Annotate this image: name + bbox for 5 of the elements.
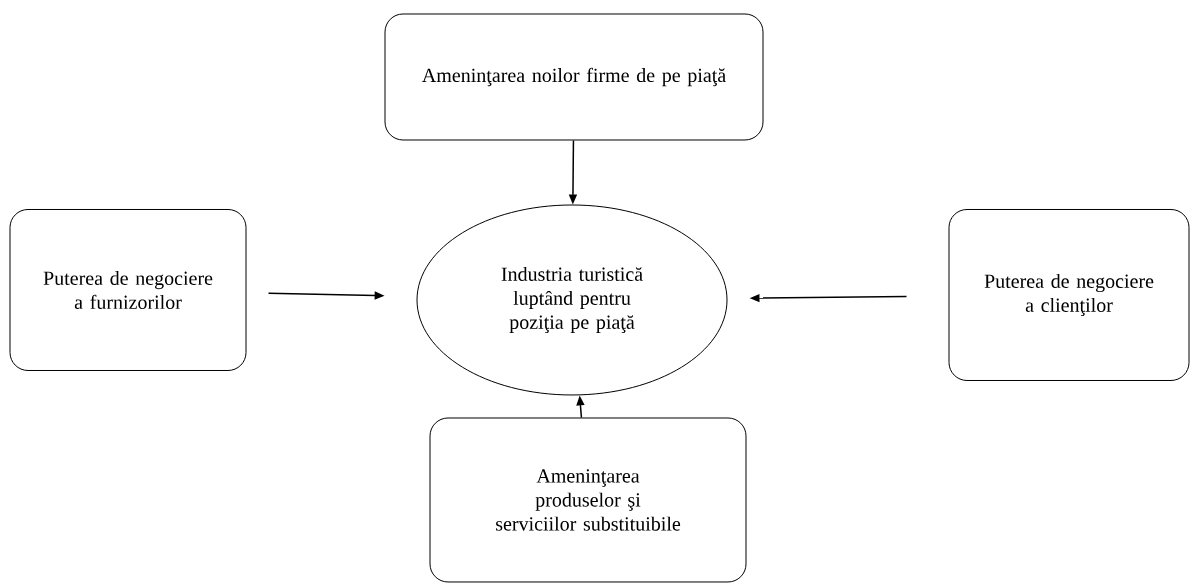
ellipse-node: Industria turistică luptând pentru poziţia pe piaţă <box>416 204 728 396</box>
rounded-box: Ameninţarea produselor şi serviciilor substituibile <box>429 417 747 583</box>
rounded-box: Ameninţarea noilor firme de pe piaţă <box>384 13 764 141</box>
rounded-box: Puterea de negociere a furnizorilor <box>9 209 247 371</box>
rounded-box: Puterea de negociere a clienţilor <box>948 209 1190 381</box>
